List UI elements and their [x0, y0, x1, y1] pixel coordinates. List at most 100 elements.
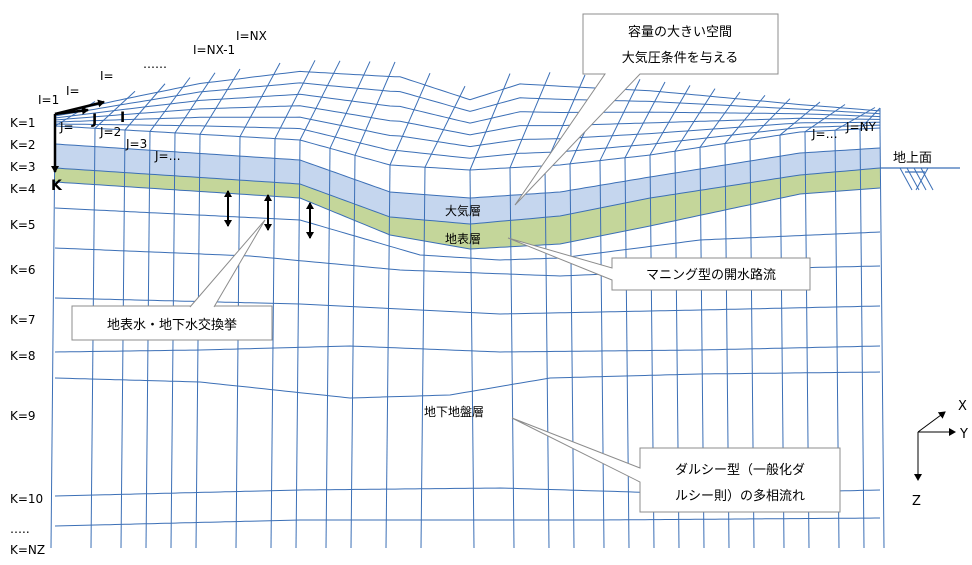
- xyz-axes: X Y Z: [912, 399, 968, 509]
- surface-mesh-line: [544, 74, 586, 167]
- surface-mesh-line: [54, 82, 881, 117]
- k-label: K=8: [10, 349, 36, 363]
- surface-mesh-line: [329, 61, 371, 149]
- k-label: K=7: [10, 313, 36, 327]
- i-index-labels: I=1 I= I= …… I=NX-1 I=NX: [38, 29, 267, 107]
- i-label-dots: ……: [143, 57, 167, 71]
- exchange-arrows: [224, 190, 314, 239]
- k-layer-line: [54, 345, 881, 353]
- i-label-nx: I=NX: [236, 29, 267, 43]
- surface-band: [55, 168, 880, 249]
- callout-capacity-line1: 容量の大きい空間: [628, 24, 732, 40]
- k-label: K=2: [10, 138, 36, 152]
- k-axis-label: K: [51, 178, 63, 194]
- ground-surface-marker: 地上面: [880, 151, 960, 191]
- surface-mesh-line: [389, 72, 431, 166]
- surface-mesh-line: [274, 60, 316, 139]
- surface-mesh-line: [94, 90, 136, 129]
- callout-darcy-line2: ルシー則）の多相流れ: [675, 488, 805, 504]
- surface-mesh-line: [54, 123, 881, 159]
- surface-mesh-line: [599, 79, 641, 161]
- k-layer-line: [54, 181, 881, 250]
- surface-mesh-line: [54, 116, 880, 148]
- k-label: K=6: [10, 263, 36, 277]
- j-label-1: J=: [59, 120, 74, 134]
- callout-exchange: 地表水・地下水交換挙: [71, 219, 273, 341]
- column-line: [420, 167, 426, 549]
- surface-mesh-line: [699, 91, 741, 148]
- j-label-ny1: J=…: [811, 127, 838, 141]
- i-label-1: I=1: [38, 93, 59, 107]
- column-line: [50, 125, 56, 549]
- ijk-axes: I J K: [51, 99, 125, 194]
- k-label: K=3: [10, 160, 36, 174]
- k-label: K=4: [10, 182, 36, 196]
- surface-mesh-line: [299, 60, 341, 141]
- column-line: [325, 148, 331, 549]
- k-label: K=9: [10, 409, 36, 423]
- surface-mesh-line: [239, 62, 281, 137]
- z-axis-label: Z: [912, 494, 921, 509]
- k-layer-line: [54, 297, 881, 315]
- j-label-dots: J=…: [154, 149, 181, 163]
- ground-surface-label: 地上面: [893, 151, 932, 166]
- surface-mesh-line: [424, 85, 466, 168]
- k-index-labels: K=1K=2K=3K=4K=5K=6K=7K=8K=9K=10: [10, 116, 43, 506]
- callout-manning: マニング型の開水路流: [507, 237, 811, 291]
- atmosphere-band: [55, 144, 880, 224]
- j-axis-label: J: [91, 112, 97, 128]
- callout-darcy: ダルシー型（一般化ダ ルシー則）の多相流れ: [511, 417, 841, 513]
- k-layer-line: [54, 167, 881, 225]
- atmosphere-layer-label: 大気層: [445, 203, 481, 218]
- j-label-3: J=3: [125, 137, 147, 151]
- surface-layer-label: 地表層: [445, 232, 481, 246]
- i-label-3: I=: [100, 69, 114, 83]
- i-axis-label: I: [120, 110, 125, 126]
- column-line: [879, 127, 885, 549]
- surface-mesh-line: [54, 70, 881, 115]
- surface-mesh-line: [624, 81, 666, 159]
- surface-mesh-line: [199, 68, 241, 135]
- k-layer-line: [54, 207, 881, 261]
- j-index-labels: J= J=2 J=3 J=… J=… J=NY: [59, 120, 877, 163]
- k-label-nz: K=NZ: [10, 543, 45, 557]
- j-label-2: J=2: [99, 125, 121, 139]
- column-line: [195, 134, 201, 549]
- column-line: [469, 169, 475, 549]
- k-layer-line: [54, 143, 881, 199]
- x-axis-arrow: [917, 411, 946, 433]
- column-line: [544, 165, 550, 549]
- column-line: [350, 155, 356, 549]
- surface-mesh-line: [354, 61, 396, 156]
- i-label-nx1: I=NX-1: [193, 43, 235, 57]
- surface-mesh-line: [509, 72, 551, 168]
- layer-fills: [55, 144, 880, 249]
- k-label: K=10: [10, 492, 43, 506]
- surface-mesh-line: [649, 85, 691, 156]
- callout-exchange-text: 地表水・地下水交換挙: [107, 317, 237, 333]
- k-label: K=5: [10, 218, 36, 232]
- column-line: [270, 138, 276, 549]
- i-label-2: I=: [66, 84, 80, 98]
- callout-capacity: 容量の大きい空間 大気圧条件を与える: [514, 13, 779, 206]
- k-label-dots: …..: [10, 522, 30, 536]
- column-line: [569, 163, 575, 549]
- column-line: [509, 167, 515, 549]
- j-label-ny: J=NY: [845, 120, 877, 134]
- surface-mesh-line: [54, 93, 881, 124]
- callout-capacity-line2: 大気圧条件を与える: [622, 50, 739, 66]
- callout-darcy-line1: ダルシー型（一般化ダ: [675, 462, 805, 478]
- surface-mesh-line: [54, 105, 880, 136]
- column-line: [235, 136, 241, 549]
- column-line: [624, 157, 630, 549]
- surface-mesh-line: [469, 73, 511, 171]
- callout-manning-text: マニング型の開水路流: [646, 267, 776, 283]
- column-line: [295, 139, 301, 549]
- k-layer-line: [54, 371, 881, 399]
- grid-mesh: [50, 60, 885, 549]
- k-layer-line: [54, 517, 880, 527]
- column-line: [599, 160, 605, 549]
- j-axis-arrow: [54, 106, 89, 116]
